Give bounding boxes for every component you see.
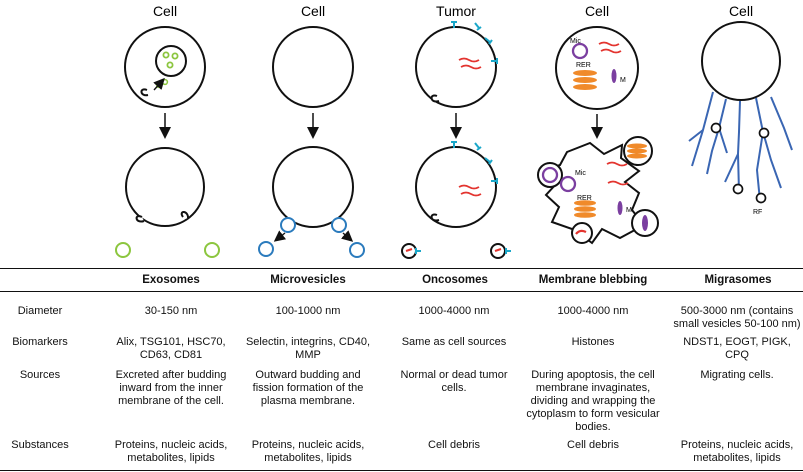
row-label-diameter: Diameter <box>17 305 63 317</box>
rer-label-top: RER <box>576 62 591 69</box>
sources-blebbing: During apoptosis, the cell membrane inva… <box>526 369 660 433</box>
sources-oncosomes: Normal or dead tumor cells. <box>400 369 508 394</box>
biomarkers-microvesicles: Selectin, integrins, CD40, MMP <box>245 336 371 361</box>
exosome-bottom-cell <box>115 147 220 258</box>
substances-exosomes: Proteins, nucleic acids, metabolites, li… <box>114 439 228 464</box>
header-oncosomes: Oncosomes <box>422 274 488 286</box>
row-label-sources: Sources <box>19 369 61 381</box>
mic-label-bottom: Mic <box>575 170 586 177</box>
substances-blebbing: Cell debris <box>567 439 619 451</box>
biomarkers-oncosomes: Same as cell sources <box>401 336 507 348</box>
table-header-rule <box>0 291 803 292</box>
row-label-biomarkers: Biomarkers <box>12 336 68 348</box>
mic-label-top: Mic <box>570 38 581 45</box>
biomarkers-blebbing: Histones <box>571 336 615 348</box>
biomarkers-exosomes: Alix, TSG101, HSC70, CD63, CD81 <box>116 336 226 361</box>
microvesicle-bottom-cell <box>258 146 365 258</box>
row-label-substances: Substances <box>11 439 69 451</box>
sources-microvesicles: Outward budding and fission formation of… <box>252 369 364 407</box>
rf-label: RF <box>753 209 762 216</box>
rer-label-bottom: RER <box>577 195 592 202</box>
blebbing-source-cell: Mic RER M <box>555 26 639 110</box>
panel-title-oncosomes: Tumor <box>436 3 476 19</box>
exosome-source-cell <box>124 26 206 108</box>
panel-title-microvesicles: Cell <box>301 3 325 19</box>
table-bottom-rule <box>0 470 803 471</box>
header-membrane-blebbing: Membrane blebbing <box>538 274 648 286</box>
blebbing-apoptotic-cell: Mic RER M <box>537 136 659 245</box>
comparison-table: Exosomes Microvesicles Oncosomes Membran… <box>0 268 803 472</box>
migrasome-cell: RF <box>688 21 793 216</box>
header-migrasomes: Migrasomes <box>704 274 772 286</box>
oncosome-source-cell <box>415 21 498 108</box>
diameter-exosomes: 30-150 nm <box>144 305 198 317</box>
substances-migrasomes: Proteins, nucleic acids, metabolites, li… <box>680 439 794 464</box>
diameter-blebbing: 1000-4000 nm <box>557 305 629 317</box>
oncosome-bottom-cell <box>401 141 511 259</box>
diameter-microvesicles: 100-1000 nm <box>275 305 341 317</box>
microvesicle-source-cell <box>272 26 354 108</box>
panel-title-exosomes: Cell <box>153 3 177 19</box>
panel-title-migrasomes: Cell <box>729 3 753 19</box>
biomarkers-migrasomes: NDST1, EOGT, PIGK, CPQ <box>683 336 791 361</box>
table-top-rule <box>0 268 803 269</box>
header-exosomes: Exosomes <box>142 274 200 286</box>
sources-exosomes: Excreted after budding inward from the i… <box>115 369 227 407</box>
m-label-bottom: M <box>626 207 632 214</box>
diameter-oncosomes: 1000-4000 nm <box>418 305 490 317</box>
panel-title-blebbing: Cell <box>585 3 609 19</box>
header-microvesicles: Microvesicles <box>270 274 346 286</box>
diameter-migrasomes: 500-3000 nm (contains small vesicles 50-… <box>673 305 801 330</box>
m-label-top: M <box>620 77 626 84</box>
sources-migrasomes: Migrating cells. <box>700 369 774 381</box>
substances-microvesicles: Proteins, nucleic acids, metabolites, li… <box>251 439 365 464</box>
substances-oncosomes: Cell debris <box>428 439 480 451</box>
